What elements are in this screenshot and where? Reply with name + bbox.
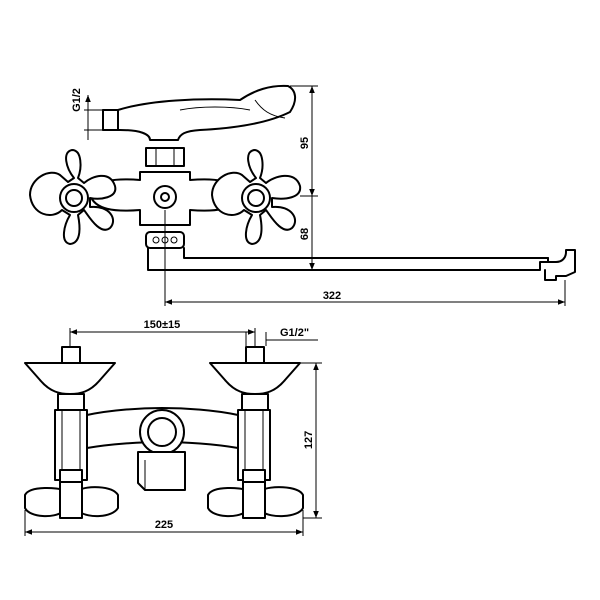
- thread-label-front: G1/2": [280, 327, 309, 339]
- thread-label-side: G1/2: [71, 88, 83, 112]
- left-cross-handle: [29, 149, 117, 245]
- spout-length-dimension: 322: [164, 210, 566, 306]
- side-view: G1/2: [29, 84, 576, 306]
- height-upper-label: 95: [299, 137, 311, 149]
- height-lower-label: 68: [299, 228, 311, 240]
- front-view: 150±15 G1/2": [24, 319, 322, 536]
- thread-dimension-side: G1/2: [71, 88, 103, 140]
- spout: [147, 247, 576, 281]
- height-dimensions-side: 95 68: [290, 85, 318, 270]
- overall-height-dimension: 127: [300, 362, 322, 519]
- thread-dimension-front: G1/2": [245, 327, 318, 346]
- diverter-lever: [102, 84, 296, 141]
- overall-height-label: 127: [303, 431, 315, 449]
- right-leg: [207, 346, 304, 519]
- spout-length-label: 322: [323, 290, 341, 302]
- upper-nut: [145, 147, 185, 167]
- center-distance-label: 150±15: [144, 319, 181, 331]
- overall-width-label: 225: [155, 519, 173, 531]
- valve-body-front: [86, 407, 239, 491]
- right-cross-handle: [211, 149, 302, 245]
- left-leg: [24, 346, 119, 519]
- overall-width-dimension: 225: [24, 510, 304, 536]
- center-distance-dimension: 150±15: [69, 319, 256, 350]
